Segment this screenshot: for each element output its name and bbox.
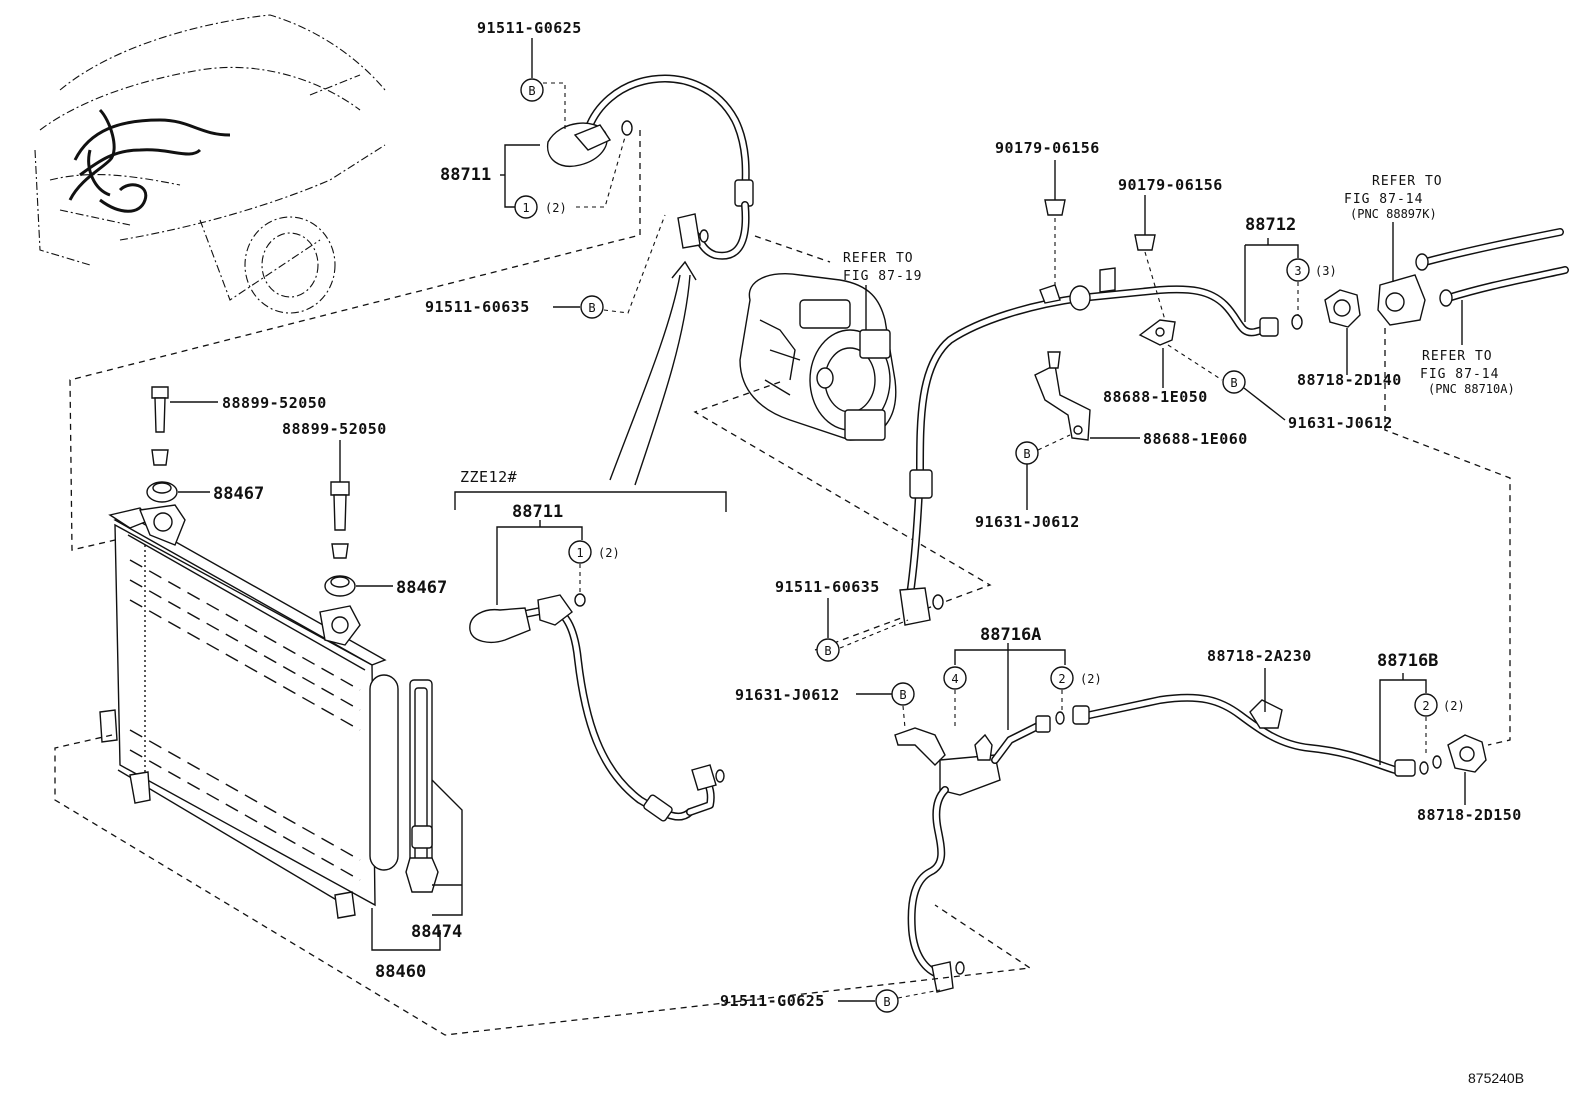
label-88899-52050-b: 88899-52050 <box>282 420 387 438</box>
svg-text:2: 2 <box>1422 699 1429 713</box>
svg-text:B: B <box>824 644 831 658</box>
compressor <box>739 273 897 441</box>
nut-88718-2d140 <box>1324 289 1361 328</box>
grommet-88467-b <box>324 575 356 597</box>
label-qty-1-top: (2) <box>545 201 567 215</box>
label-88716b: 88716B <box>1377 651 1438 671</box>
label-88716a: 88716A <box>980 625 1041 645</box>
ref-fig-87-14-top-line1: REFER TO <box>1372 174 1443 189</box>
liquid-pipe-88716a <box>894 715 1051 993</box>
label-88474: 88474 <box>411 922 462 942</box>
ref-fig-87-19-line2: FIG 87-19 <box>843 269 922 284</box>
marker-b-right: B <box>1222 370 1246 394</box>
label-90179-06156-a: 90179-06156 <box>995 139 1100 157</box>
bolt-88899-52050-a <box>151 386 169 466</box>
vehicle-location-sketch <box>34 14 386 314</box>
fitting-pnc-88897k <box>1377 228 1569 326</box>
liquid-pipe-88716b <box>1072 693 1487 777</box>
label-91631-j0612-mid: 91631-J0612 <box>975 513 1080 531</box>
discharge-hose-88711 <box>546 74 754 260</box>
marker-3: 3 <box>1286 258 1310 282</box>
svg-text:4: 4 <box>951 672 958 686</box>
marker-2-b: 2 <box>1414 693 1438 717</box>
ref-fig-87-19-line1: REFER TO <box>843 251 914 266</box>
marker-b-mid: B <box>1015 441 1039 465</box>
label-88711-top: 88711 <box>440 165 491 185</box>
label-88688-1e060: 88688-1E060 <box>1143 430 1248 448</box>
bracket-88688-1e050 <box>1138 319 1176 346</box>
label-90179-06156-b: 90179-06156 <box>1118 176 1223 194</box>
ref-fig-87-14-bot-line1: REFER TO <box>1422 349 1493 364</box>
label-88718-2d140: 88718-2D140 <box>1297 371 1402 389</box>
grommet-88467-a <box>146 481 178 503</box>
svg-text:B: B <box>1230 376 1237 390</box>
label-88718-2d150: 88718-2D150 <box>1417 806 1522 824</box>
marker-b-left2: B <box>891 682 915 706</box>
liquid-hose-zze12 <box>469 594 725 822</box>
label-zze12: ZZE12# <box>460 468 517 486</box>
svg-text:B: B <box>899 688 906 702</box>
ref-fig-87-14-top-line3: (PNC 88897K) <box>1350 207 1437 221</box>
label-91511-g0625-top: 91511-G0625 <box>477 19 582 37</box>
marker-1-mid: 1 <box>568 540 592 564</box>
ref-fig-87-14-top-line2: FIG 87-14 <box>1344 192 1423 207</box>
ref-fig-87-14-bot-line3: (PNC 88710A) <box>1428 382 1515 396</box>
label-88467-a: 88467 <box>213 484 264 504</box>
marker-1-top: 1 <box>514 195 538 219</box>
marker-b-left: B <box>580 295 604 319</box>
marker-b-top: B <box>520 78 544 102</box>
label-qty-2-b: (2) <box>1443 699 1465 713</box>
label-91511-g0625-bottom: 91511-G0625 <box>720 992 825 1010</box>
label-88688-1e050: 88688-1E050 <box>1103 388 1208 406</box>
bolt-88899-52050-b <box>330 481 350 559</box>
svg-text:1: 1 <box>576 546 583 560</box>
svg-text:B: B <box>1023 447 1030 461</box>
svg-text:B: B <box>588 301 595 315</box>
label-91511-60635-mid: 91511-60635 <box>775 578 880 596</box>
label-88460: 88460 <box>375 962 426 982</box>
svg-text:1: 1 <box>522 201 529 215</box>
label-91631-j0612-right: 91631-J0612 <box>1288 414 1393 432</box>
condenser-88460 <box>99 504 439 919</box>
label-qty-1-mid: (2) <box>598 546 620 560</box>
marker-b-mid2: B <box>816 638 840 662</box>
svg-text:B: B <box>528 84 535 98</box>
label-88712: 88712 <box>1245 215 1296 235</box>
label-qty-3: (3) <box>1315 264 1337 278</box>
label-91631-j0612-left: 91631-J0612 <box>735 686 840 704</box>
marker-4: 4 <box>943 666 967 690</box>
label-88718-2a230: 88718-2A230 <box>1207 647 1312 665</box>
svg-text:B: B <box>883 995 890 1009</box>
svg-text:2: 2 <box>1058 672 1065 686</box>
svg-text:3: 3 <box>1294 264 1301 278</box>
marker-2-a: 2 <box>1050 666 1074 690</box>
label-91511-60635-left: 91511-60635 <box>425 298 530 316</box>
label-88711-mid: 88711 <box>512 502 563 522</box>
suction-hose-88712 <box>899 267 1303 626</box>
label-88899-52050-a: 88899-52050 <box>222 394 327 412</box>
label-qty-2-a: (2) <box>1080 672 1102 686</box>
bracket-88688-1e060 <box>1034 351 1091 441</box>
figure-id: 875240B <box>1468 1070 1524 1086</box>
ref-fig-87-14-bot-line2: FIG 87-14 <box>1420 367 1499 382</box>
marker-b-bottom: B <box>875 989 899 1013</box>
label-88467-b: 88467 <box>396 578 447 598</box>
